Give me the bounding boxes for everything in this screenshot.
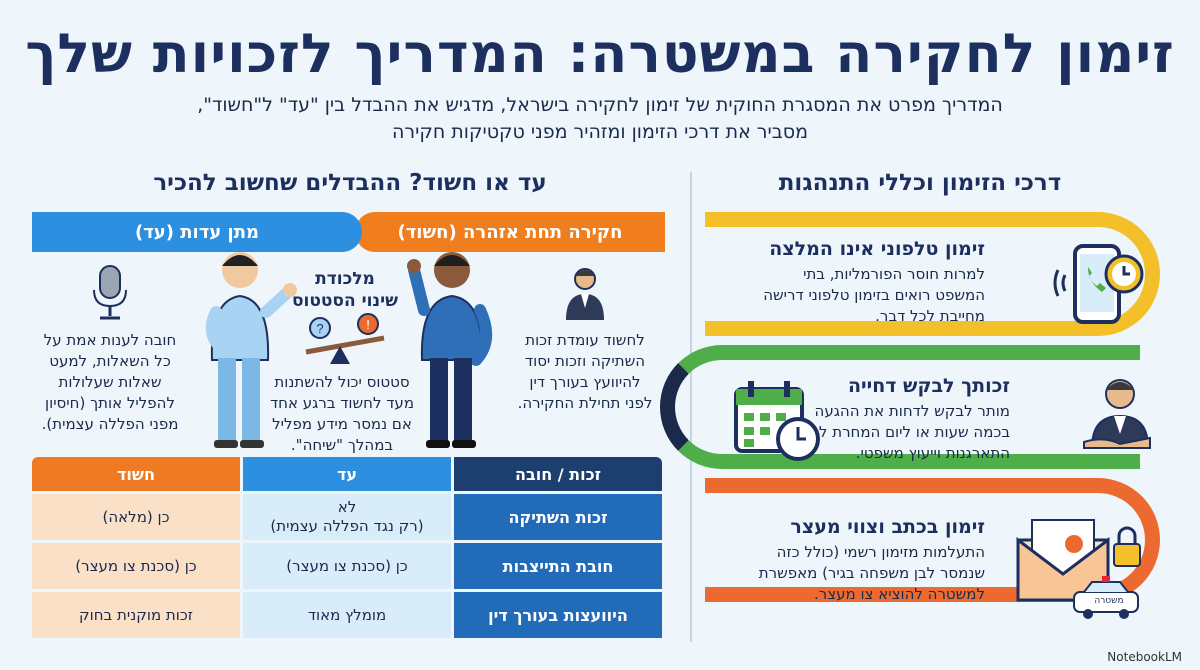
page-title: זימון לחקירה במשטרה: המדריך לזכויות שלך [25, 22, 1175, 85]
witness-suspect-heading: עד או חשוד? ההבדלים שחשוב להכיר [153, 170, 547, 196]
table-row: זכות השתיקה לא (רק נגד הפללה עצמית) כן (… [32, 494, 662, 540]
step-2-frame [660, 345, 1140, 469]
table-cell: זכות מוקנית בחוק [32, 592, 240, 638]
suspect-rights-text: לחשוד עומדת זכות השתיקה וזכות יסוד להיוו… [517, 331, 653, 412]
table-cell: היוועצות בעורך דין [454, 592, 662, 638]
header-suspect: חשוד [32, 457, 240, 491]
step-2-title: זכותך לבקש דחייה [847, 375, 1010, 397]
svg-text:?: ? [316, 321, 323, 336]
table-cell: מומלץ מאוד [243, 592, 451, 638]
suspect-pill: חקירה תחת אזהרה (חשוד) [355, 212, 665, 252]
suspect-figure [400, 240, 500, 450]
status-trap-text: סטטוס יכול להשתנות מעד לחשוד ברגע אחד אם… [269, 373, 415, 454]
step-1-title: זימון טלפוני אינו המלצה [769, 238, 985, 260]
police-car-label: משטרה [1094, 596, 1124, 606]
witness-duties-text: חובה לענות אמת על כל השאלות, למעט שאלות … [41, 331, 179, 433]
phone-clock-icon [1050, 238, 1150, 328]
table-cell: זכות השתיקה [454, 494, 662, 540]
header-witness: עד [243, 457, 451, 491]
seesaw-icon: ? ! [300, 312, 390, 368]
table-cell: כן (מלאה) [32, 494, 240, 540]
step-3-title: זימון בכתב וצווי מעצר [790, 516, 985, 538]
witness-pill: מתן עדות (עד) [32, 212, 362, 252]
calendar-clock-icon [730, 375, 825, 465]
table-cell: כן (סכנת צו מעצר) [243, 543, 451, 589]
step-1-text: למרות חוסר הפורמליות, בתי המשפט רואים בז… [763, 265, 985, 325]
step-2-body: זכותך לבקש דחייה מותר לבקש לדחות את ההגע… [690, 375, 1010, 464]
header-right-or-duty: זכות / חובה [454, 457, 662, 491]
summons-methods-heading: דרכי הזימון וכללי התנהגות [778, 170, 1062, 196]
microphone-icon [90, 262, 130, 322]
table-cell: לא (רק נגד הפללה עצמית) [243, 494, 451, 540]
table-cell: כן (סכנת צו מעצר) [32, 543, 240, 589]
page-subtitle: המדריך מפרט את המסגרת החוקית של זימון לח… [60, 92, 1140, 146]
step-2-text: מותר לבקש לדחות את ההגעה בכמה שעות או לי… [789, 402, 1010, 462]
status-trap-title: מלכודת שינוי הסטטוס [291, 269, 399, 311]
step-1-frame [705, 212, 1160, 336]
step-1-body: זימון טלפוני אינו המלצה למרות חוסר הפורמ… [665, 238, 985, 327]
lawyer-icon-small [560, 262, 610, 322]
subtitle-line-1: המדריך מפרט את המסגרת החוקית של זימון לח… [197, 94, 1003, 116]
brand-label: NotebookLM [1107, 650, 1182, 664]
table-row: היוועצות בעורך דין מומלץ מאוד זכות מוקני… [32, 592, 662, 638]
envelope-police-icon [1010, 510, 1150, 620]
table-row: חובת התייצבות כן (סכנת צו מעצר) כן (סכנת… [32, 543, 662, 589]
subtitle-line-2: מסביר את דרכי הזימון ומזהיר מפני טקטיקות… [391, 121, 808, 143]
comparison-table: זכות / חובה עד חשוד זכות השתיקה לא (רק נ… [32, 457, 662, 641]
witness-figure [190, 240, 300, 450]
table-header-row: זכות / חובה עד חשוד [32, 457, 662, 491]
step-3-body: זימון בכתב וצווי מעצר התעלמות מזימון רשמ… [665, 516, 985, 605]
table-cell: חובת התייצבות [454, 543, 662, 589]
lawyer-icon [1080, 370, 1160, 460]
svg-text:!: ! [366, 317, 370, 332]
step-3-text: התעלמות מזימון רשמי (כולל כזה שנמסר לבן … [758, 543, 985, 603]
